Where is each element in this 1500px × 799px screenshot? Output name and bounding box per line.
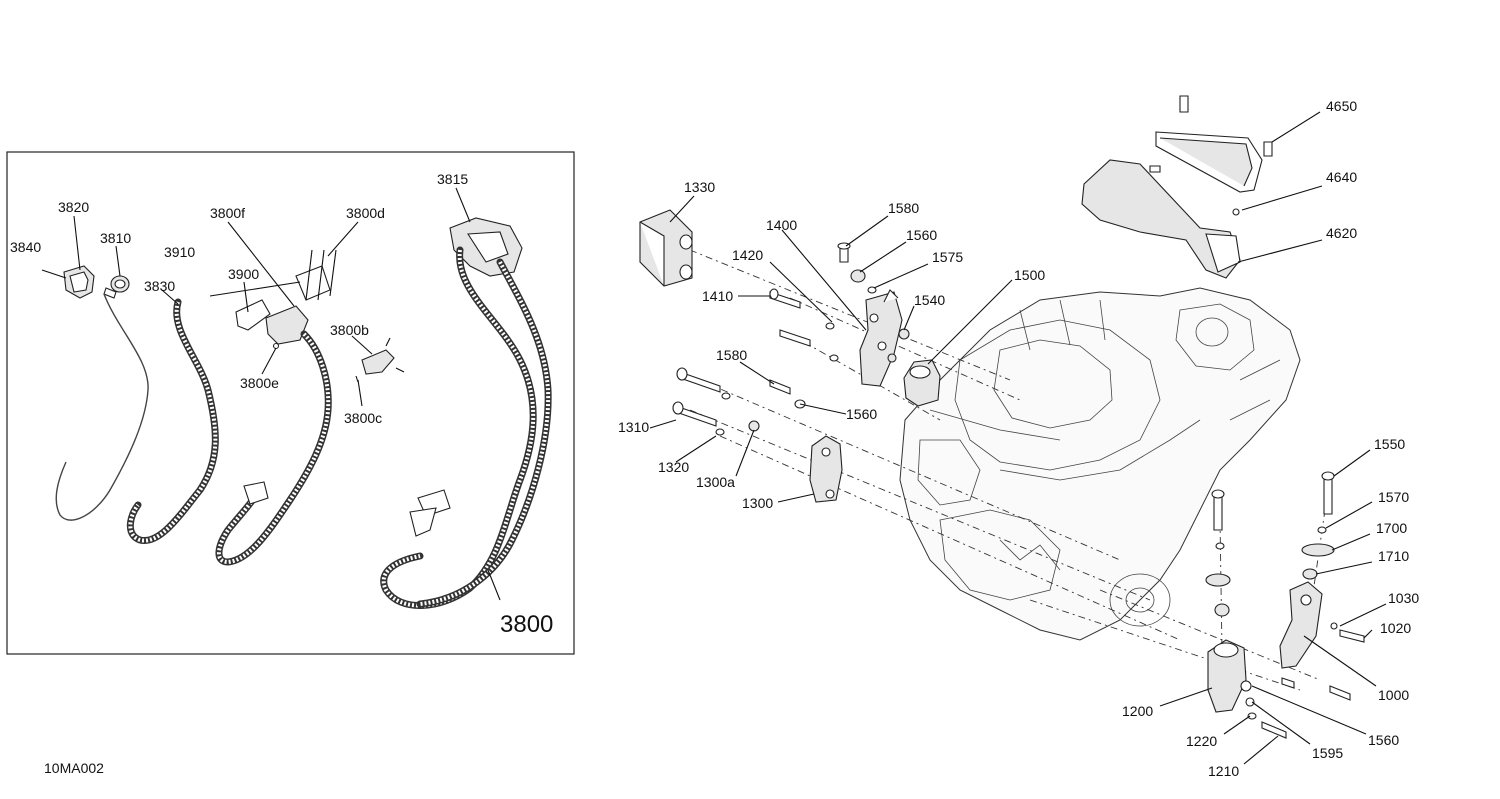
connector-assembly-3900: [209, 249, 337, 350]
leader-3800b: [351, 335, 373, 355]
part-1300-bracket: [809, 435, 843, 503]
part-1020-bolt: [1330, 622, 1365, 643]
part-bolts-left: [672, 367, 806, 436]
label-3800c: 3800c: [344, 410, 382, 426]
main-leaders: [649, 111, 1387, 765]
label-1560-top: 1560: [906, 227, 937, 243]
label-3800-main: 3800: [500, 611, 553, 638]
label-1580-top: 1580: [888, 200, 919, 216]
harness-inset-frame: [6, 151, 575, 655]
label-3815: 3815: [437, 171, 468, 187]
label-3910: 3910: [164, 244, 195, 260]
engine-block: [899, 287, 1301, 641]
leader-3800f: [227, 221, 295, 307]
label-1020: 1020: [1380, 620, 1411, 636]
label-1560-mid: 1560: [846, 406, 877, 422]
label-1540: 1540: [914, 292, 945, 308]
leader-3830: [161, 289, 179, 305]
part-1400-bracket: [859, 289, 903, 387]
leader-3810: [115, 245, 121, 277]
label-1580-mid: 1580: [716, 347, 747, 363]
part-1500-mount: [903, 359, 941, 407]
leader-3900: [243, 281, 249, 313]
label-1400: 1400: [766, 217, 797, 233]
label-1500: 1500: [1014, 267, 1045, 283]
main-harness-3800: [380, 217, 552, 609]
label-3810: 3810: [100, 230, 131, 246]
label-3820: 3820: [58, 199, 89, 215]
leader-3815: [455, 187, 471, 223]
label-1710: 1710: [1378, 548, 1409, 564]
label-1420: 1420: [732, 247, 763, 263]
reference-code: 10MA002: [44, 760, 104, 776]
label-1030: 1030: [1388, 590, 1419, 606]
bracket-3800b: [355, 337, 405, 383]
part-4620-module: [1081, 95, 1273, 279]
label-1570: 1570: [1378, 489, 1409, 505]
label-1550: 1550: [1374, 436, 1405, 452]
label-1595: 1595: [1312, 745, 1343, 761]
sensor-wire-3810: [55, 293, 149, 521]
label-1320: 1320: [658, 459, 689, 475]
part-1550-stack: [1301, 471, 1335, 580]
sensor-3810: [103, 275, 130, 299]
leader-3820: [73, 215, 81, 271]
leader-3800: [487, 569, 501, 601]
label-3800e: 3800e: [240, 375, 279, 391]
part-nut-b: [887, 353, 897, 363]
label-1220: 1220: [1186, 733, 1217, 749]
harness-3830: [126, 298, 219, 544]
label-1000: 1000: [1378, 687, 1409, 703]
part-1580-stack: [837, 242, 877, 294]
label-1310: 1310: [618, 419, 649, 435]
label-1330: 1330: [684, 179, 715, 195]
leader-3800e: [261, 347, 277, 375]
leader-3800c: [357, 379, 363, 407]
label-3900: 3900: [228, 266, 259, 282]
label-3800f: 3800f: [210, 205, 245, 221]
leader-3800d: [327, 221, 359, 257]
sensor-3820: [41, 265, 95, 299]
label-4650: 4650: [1326, 98, 1357, 114]
part-bolt-lower: [779, 329, 839, 362]
part-1330: [639, 209, 693, 287]
label-3800d: 3800d: [346, 205, 385, 221]
label-1300a: 1300a: [696, 474, 735, 490]
label-1560-bottom: 1560: [1368, 732, 1399, 748]
label-1300: 1300: [742, 495, 773, 511]
label-4620: 4620: [1326, 225, 1357, 241]
label-1410: 1410: [702, 288, 733, 304]
label-1575: 1575: [932, 249, 963, 265]
harness-center: [215, 330, 332, 566]
part-1410-bolt: [769, 288, 835, 330]
label-4640: 4640: [1326, 169, 1357, 185]
label-3800b: 3800b: [330, 322, 369, 338]
part-1540-nut: [898, 328, 910, 340]
part-1200-mount: [1207, 639, 1247, 713]
part-lower-bolts: [1240, 677, 1351, 739]
part-center-bolt: [1205, 489, 1231, 617]
label-1200: 1200: [1122, 703, 1153, 719]
label-3840: 3840: [10, 239, 41, 255]
part-1000-bracket: [1279, 581, 1323, 669]
label-1700: 1700: [1376, 520, 1407, 536]
label-3830: 3830: [144, 278, 175, 294]
label-1210: 1210: [1208, 763, 1239, 779]
